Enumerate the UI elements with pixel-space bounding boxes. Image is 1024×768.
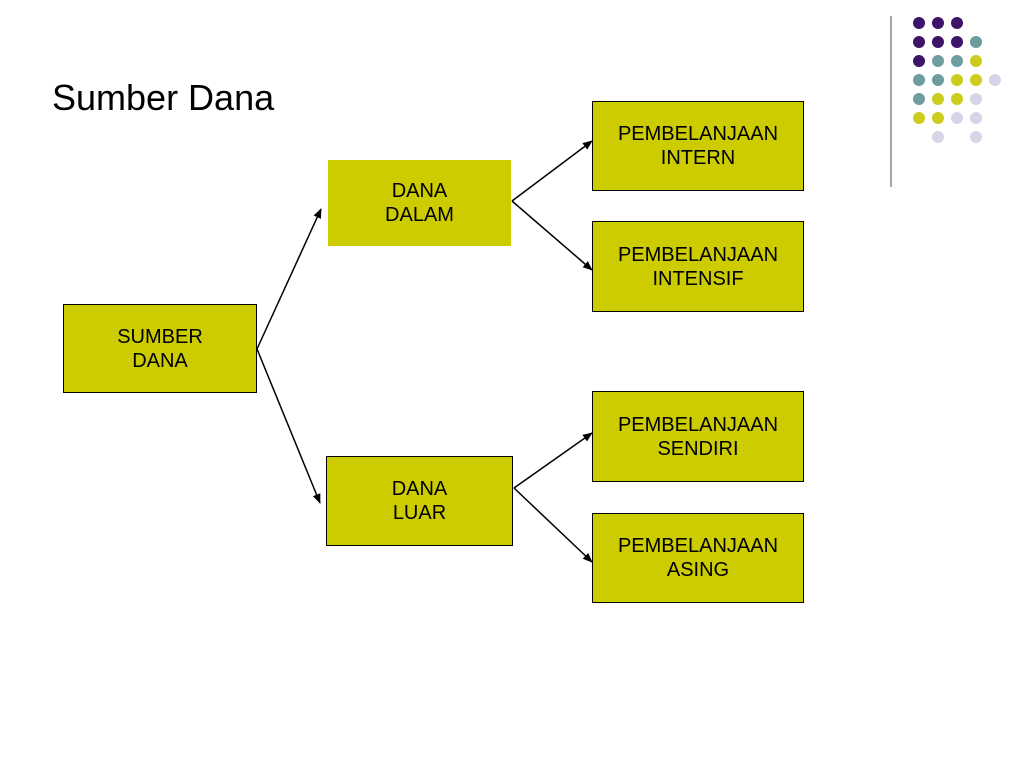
arrow-root-to-dana_dalam	[256, 208, 322, 350]
decor-dot	[913, 112, 925, 124]
node-dana-luar: DANA LUAR	[326, 456, 513, 546]
node-asing-label: PEMBELANJAAN ASING	[617, 535, 779, 581]
arrow-dana_dalam-to-intern	[511, 140, 593, 202]
decor-dot	[989, 74, 1001, 86]
decor-dot	[932, 36, 944, 48]
decor-dot	[970, 112, 982, 124]
decor-dot	[951, 36, 963, 48]
node-root: SUMBER DANA	[63, 304, 257, 393]
decor-dot	[951, 17, 963, 29]
node-intensif: PEMBELANJAAN INTENSIF	[592, 221, 804, 312]
node-intern: PEMBELANJAAN INTERN	[592, 101, 804, 191]
node-dana-luar-label: DANA LUAR	[391, 478, 448, 524]
node-sendiri-label: PEMBELANJAAN SENDIRI	[617, 413, 779, 460]
node-intern-label: PEMBELANJAAN INTERN	[617, 123, 779, 169]
decor-dot	[951, 112, 963, 124]
decor-dot	[932, 131, 944, 143]
decor-dot	[932, 17, 944, 29]
decor-dot	[932, 93, 944, 105]
decor-dot	[951, 93, 963, 105]
decor-dot	[970, 55, 982, 67]
decor-dot	[913, 93, 925, 105]
decor-dot	[970, 131, 982, 143]
node-dana-dalam-label: DANA DALAM	[385, 180, 454, 226]
arrow-dana_luar-to-sendiri	[513, 432, 593, 489]
arrow-dana_dalam-to-intensif	[511, 200, 593, 271]
decor-dot	[932, 55, 944, 67]
decor-dot	[970, 36, 982, 48]
decor-dot	[951, 55, 963, 67]
decor-dot	[932, 74, 944, 86]
node-intensif-label: PEMBELANJAAN INTENSIF	[617, 243, 779, 290]
decor-dot	[932, 112, 944, 124]
node-sendiri: PEMBELANJAAN SENDIRI	[592, 391, 804, 482]
decor-dot	[951, 74, 963, 86]
node-dana-dalam: DANA DALAM	[328, 160, 511, 246]
decor-dot	[970, 93, 982, 105]
decor-dot	[913, 74, 925, 86]
decor-dot	[913, 55, 925, 67]
node-asing: PEMBELANJAAN ASING	[592, 513, 804, 603]
decor-dot	[970, 74, 982, 86]
decor-dot	[913, 17, 925, 29]
arrow-root-to-dana_luar	[256, 348, 321, 504]
decor-dot	[913, 36, 925, 48]
node-root-label: SUMBER DANA	[117, 325, 203, 372]
page-title: Sumber Dana	[52, 77, 275, 118]
arrow-dana_luar-to-asing	[513, 487, 593, 563]
